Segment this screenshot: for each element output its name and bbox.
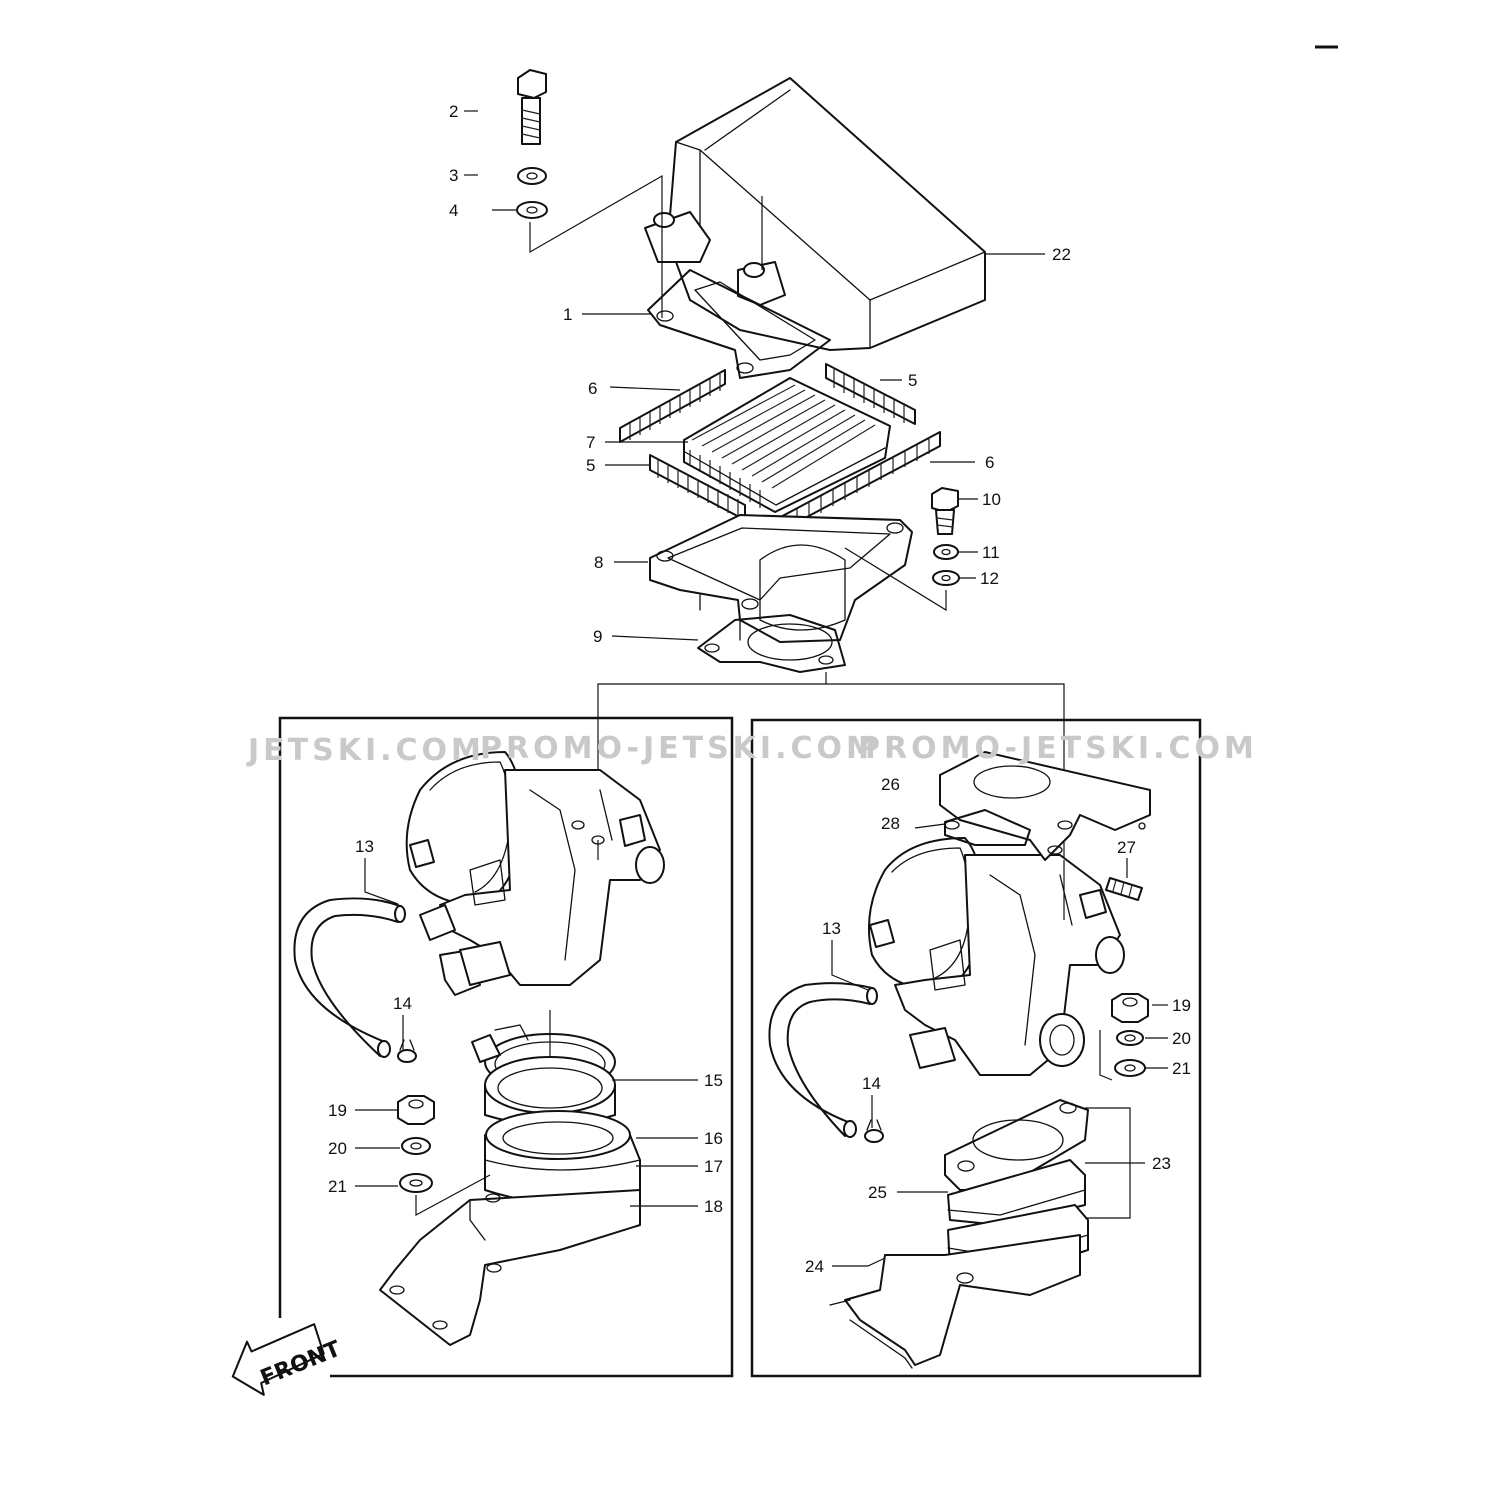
callout-12: 12	[980, 569, 999, 588]
flat-washer-small	[932, 570, 960, 586]
callout-labels: 1 2 3 4 5 5 6 6 7 8 9 10 11 12 13 14 15 …	[328, 102, 1191, 1276]
flat-washer-left	[399, 1173, 433, 1193]
right-nut-axis-line	[1099, 1030, 1113, 1081]
callout-4: 4	[449, 201, 458, 220]
callout-21-left: 21	[328, 1177, 347, 1196]
callout-27: 27	[1117, 838, 1136, 857]
air-box-cover	[644, 77, 986, 351]
fuel-hose-right	[768, 982, 878, 1138]
insulator-spacer-right	[947, 1159, 1086, 1226]
callout-5-top: 5	[908, 371, 917, 390]
lock-washer	[517, 167, 547, 185]
callout-13-left: 13	[355, 837, 374, 856]
lock-washer-right	[1116, 1030, 1144, 1046]
hose-clip-right	[864, 1119, 884, 1143]
leader-lines	[355, 110, 1168, 1267]
callout-19-right: 19	[1172, 996, 1191, 1015]
callout-20-left: 20	[328, 1139, 347, 1158]
callout-1: 1	[563, 305, 572, 324]
bolt	[517, 69, 547, 145]
callout-21-right: 21	[1172, 1059, 1191, 1078]
callout-22: 22	[1052, 245, 1071, 264]
callout-6-top: 6	[588, 379, 597, 398]
arrester-spacer-top-left	[619, 369, 726, 443]
bracket-left	[379, 1189, 641, 1346]
callout-16: 16	[704, 1129, 723, 1148]
carburetor-right	[867, 837, 1125, 1076]
nut-right	[1111, 993, 1149, 1023]
callout-2: 2	[449, 102, 458, 121]
callout-24: 24	[805, 1257, 824, 1276]
callout-14-left: 14	[393, 994, 412, 1013]
callout-19-left: 19	[328, 1101, 347, 1120]
bolt-axis-line	[529, 174, 663, 318]
left-nut-axis-line	[415, 1174, 491, 1217]
callout-25: 25	[868, 1183, 887, 1202]
base-gasket	[697, 614, 846, 673]
fuel-hose-left	[293, 897, 406, 1058]
arrester-spacer-top-right	[825, 363, 916, 425]
front-arrow-icon: FRONT	[231, 1323, 344, 1396]
callout-23: 23	[1152, 1154, 1171, 1173]
lock-washer-left	[401, 1137, 431, 1155]
callout-20-right: 20	[1172, 1029, 1191, 1048]
base-bolt-axis-line	[844, 547, 947, 612]
callout-8: 8	[594, 553, 603, 572]
callout-10: 10	[982, 490, 1001, 509]
callout-7: 7	[586, 433, 595, 452]
left-panel-frame	[278, 716, 734, 1378]
flame-arrester	[683, 377, 891, 513]
flat-washer	[516, 201, 548, 219]
stud-right	[1105, 877, 1143, 901]
watermark-1: JETSKI.COM	[246, 733, 485, 768]
bracket-right	[829, 1234, 1081, 1369]
watermark-2: PROMO-JETSKI.COM	[480, 731, 880, 766]
bolt-small	[931, 487, 959, 535]
carburetor-left	[405, 751, 665, 996]
callout-14-right: 14	[862, 1074, 881, 1093]
air-box-base	[649, 514, 913, 643]
callout-9: 9	[593, 627, 602, 646]
callout-3: 3	[449, 166, 458, 185]
hose-clip-left	[397, 1039, 417, 1063]
callout-18: 18	[704, 1197, 723, 1216]
callout-15: 15	[704, 1071, 723, 1090]
callout-5-bottom: 5	[586, 456, 595, 475]
watermark-3: PROMO-JETSKI.COM	[858, 731, 1258, 766]
callout-13-right: 13	[822, 919, 841, 938]
callout-28: 28	[881, 814, 900, 833]
adapter-left	[484, 1110, 641, 1204]
callout-6-bottom: 6	[985, 453, 994, 472]
callout-26: 26	[881, 775, 900, 794]
cover-gasket	[647, 269, 831, 379]
flat-washer-right	[1114, 1059, 1146, 1077]
callout-11: 11	[982, 543, 1000, 562]
lock-washer-small	[933, 544, 959, 560]
nut-left	[397, 1095, 435, 1125]
callout-17: 17	[704, 1157, 723, 1176]
right-panel-frame	[750, 718, 1202, 1378]
plate-gasket-right	[944, 809, 1031, 846]
insulator-upper-right	[944, 1099, 1089, 1191]
